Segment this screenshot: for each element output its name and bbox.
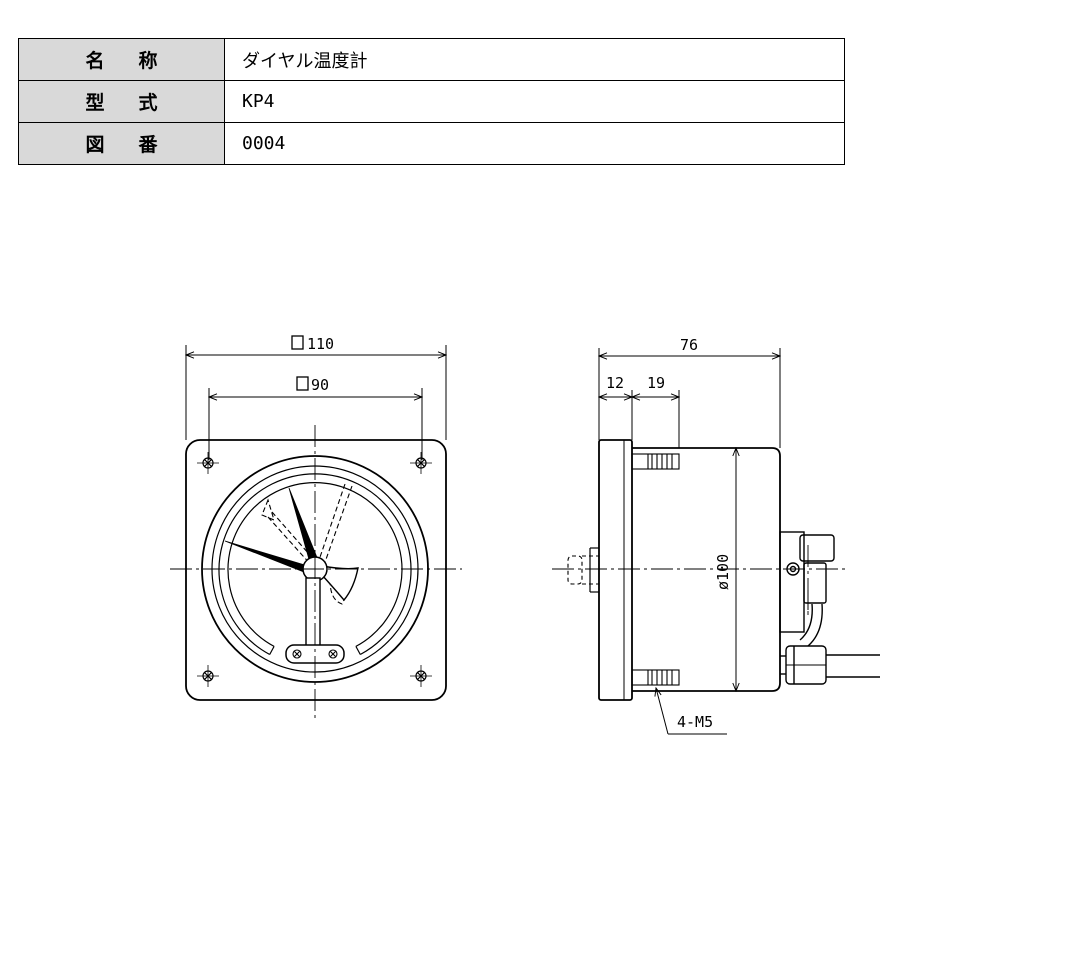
- dim-outer-width: 110: [186, 335, 446, 440]
- value-name: ダイヤル温度計: [224, 38, 845, 81]
- label-drawing-no: 図番: [18, 122, 225, 165]
- dim-diameter-value: 100: [714, 554, 732, 581]
- dim-flange-label: 12: [606, 374, 624, 392]
- pointer-needles: [224, 487, 359, 602]
- dim-flange-stud: 12 19: [599, 374, 679, 448]
- dim-inner-label: 90: [311, 376, 329, 394]
- label-model: 型式: [18, 80, 225, 123]
- front-centerlines: [170, 425, 462, 718]
- side-centerline: [552, 545, 848, 615]
- dim-inner-width: 90: [209, 376, 422, 460]
- title-block-table: 名称 ダイヤル温度計 型式 KP4 図番 0004: [18, 38, 845, 165]
- dim-diameter-label: ø100: [714, 554, 732, 590]
- thread-callout-label: 4-M5: [677, 713, 713, 731]
- front-flange: [185, 439, 447, 701]
- dim-depth-label: 76: [680, 336, 698, 354]
- front-view: 110 90: [170, 335, 462, 718]
- dim-diameter: ø100: [714, 448, 736, 691]
- side-flange: [598, 439, 633, 701]
- value-drawing-no: 0004: [224, 122, 845, 165]
- title-row-model: 型式 KP4: [18, 80, 845, 123]
- adjust-knob-hidden: [567, 555, 599, 585]
- cable-gland: [780, 603, 880, 685]
- label-name: 名称: [18, 38, 225, 81]
- bracket-stem: [285, 577, 345, 664]
- thread-callout: 4-M5: [656, 688, 727, 735]
- screw-icon: [292, 649, 338, 659]
- terminal-box: [779, 531, 835, 633]
- title-row-drawing-no: 図番 0004: [18, 122, 845, 165]
- case-body: [632, 447, 781, 692]
- side-view: 76 12 19: [552, 336, 880, 735]
- dim-outer-label: 110: [307, 335, 334, 353]
- diameter-symbol-icon: ø: [714, 581, 732, 590]
- dim-total-depth: 76: [599, 336, 780, 448]
- title-row-name: 名称 ダイヤル温度計: [18, 38, 845, 81]
- square-symbol-icon: [296, 376, 309, 391]
- square-symbol-icon: [291, 335, 304, 350]
- dim-stud-label: 19: [647, 374, 665, 392]
- stud-bolt: [631, 453, 680, 686]
